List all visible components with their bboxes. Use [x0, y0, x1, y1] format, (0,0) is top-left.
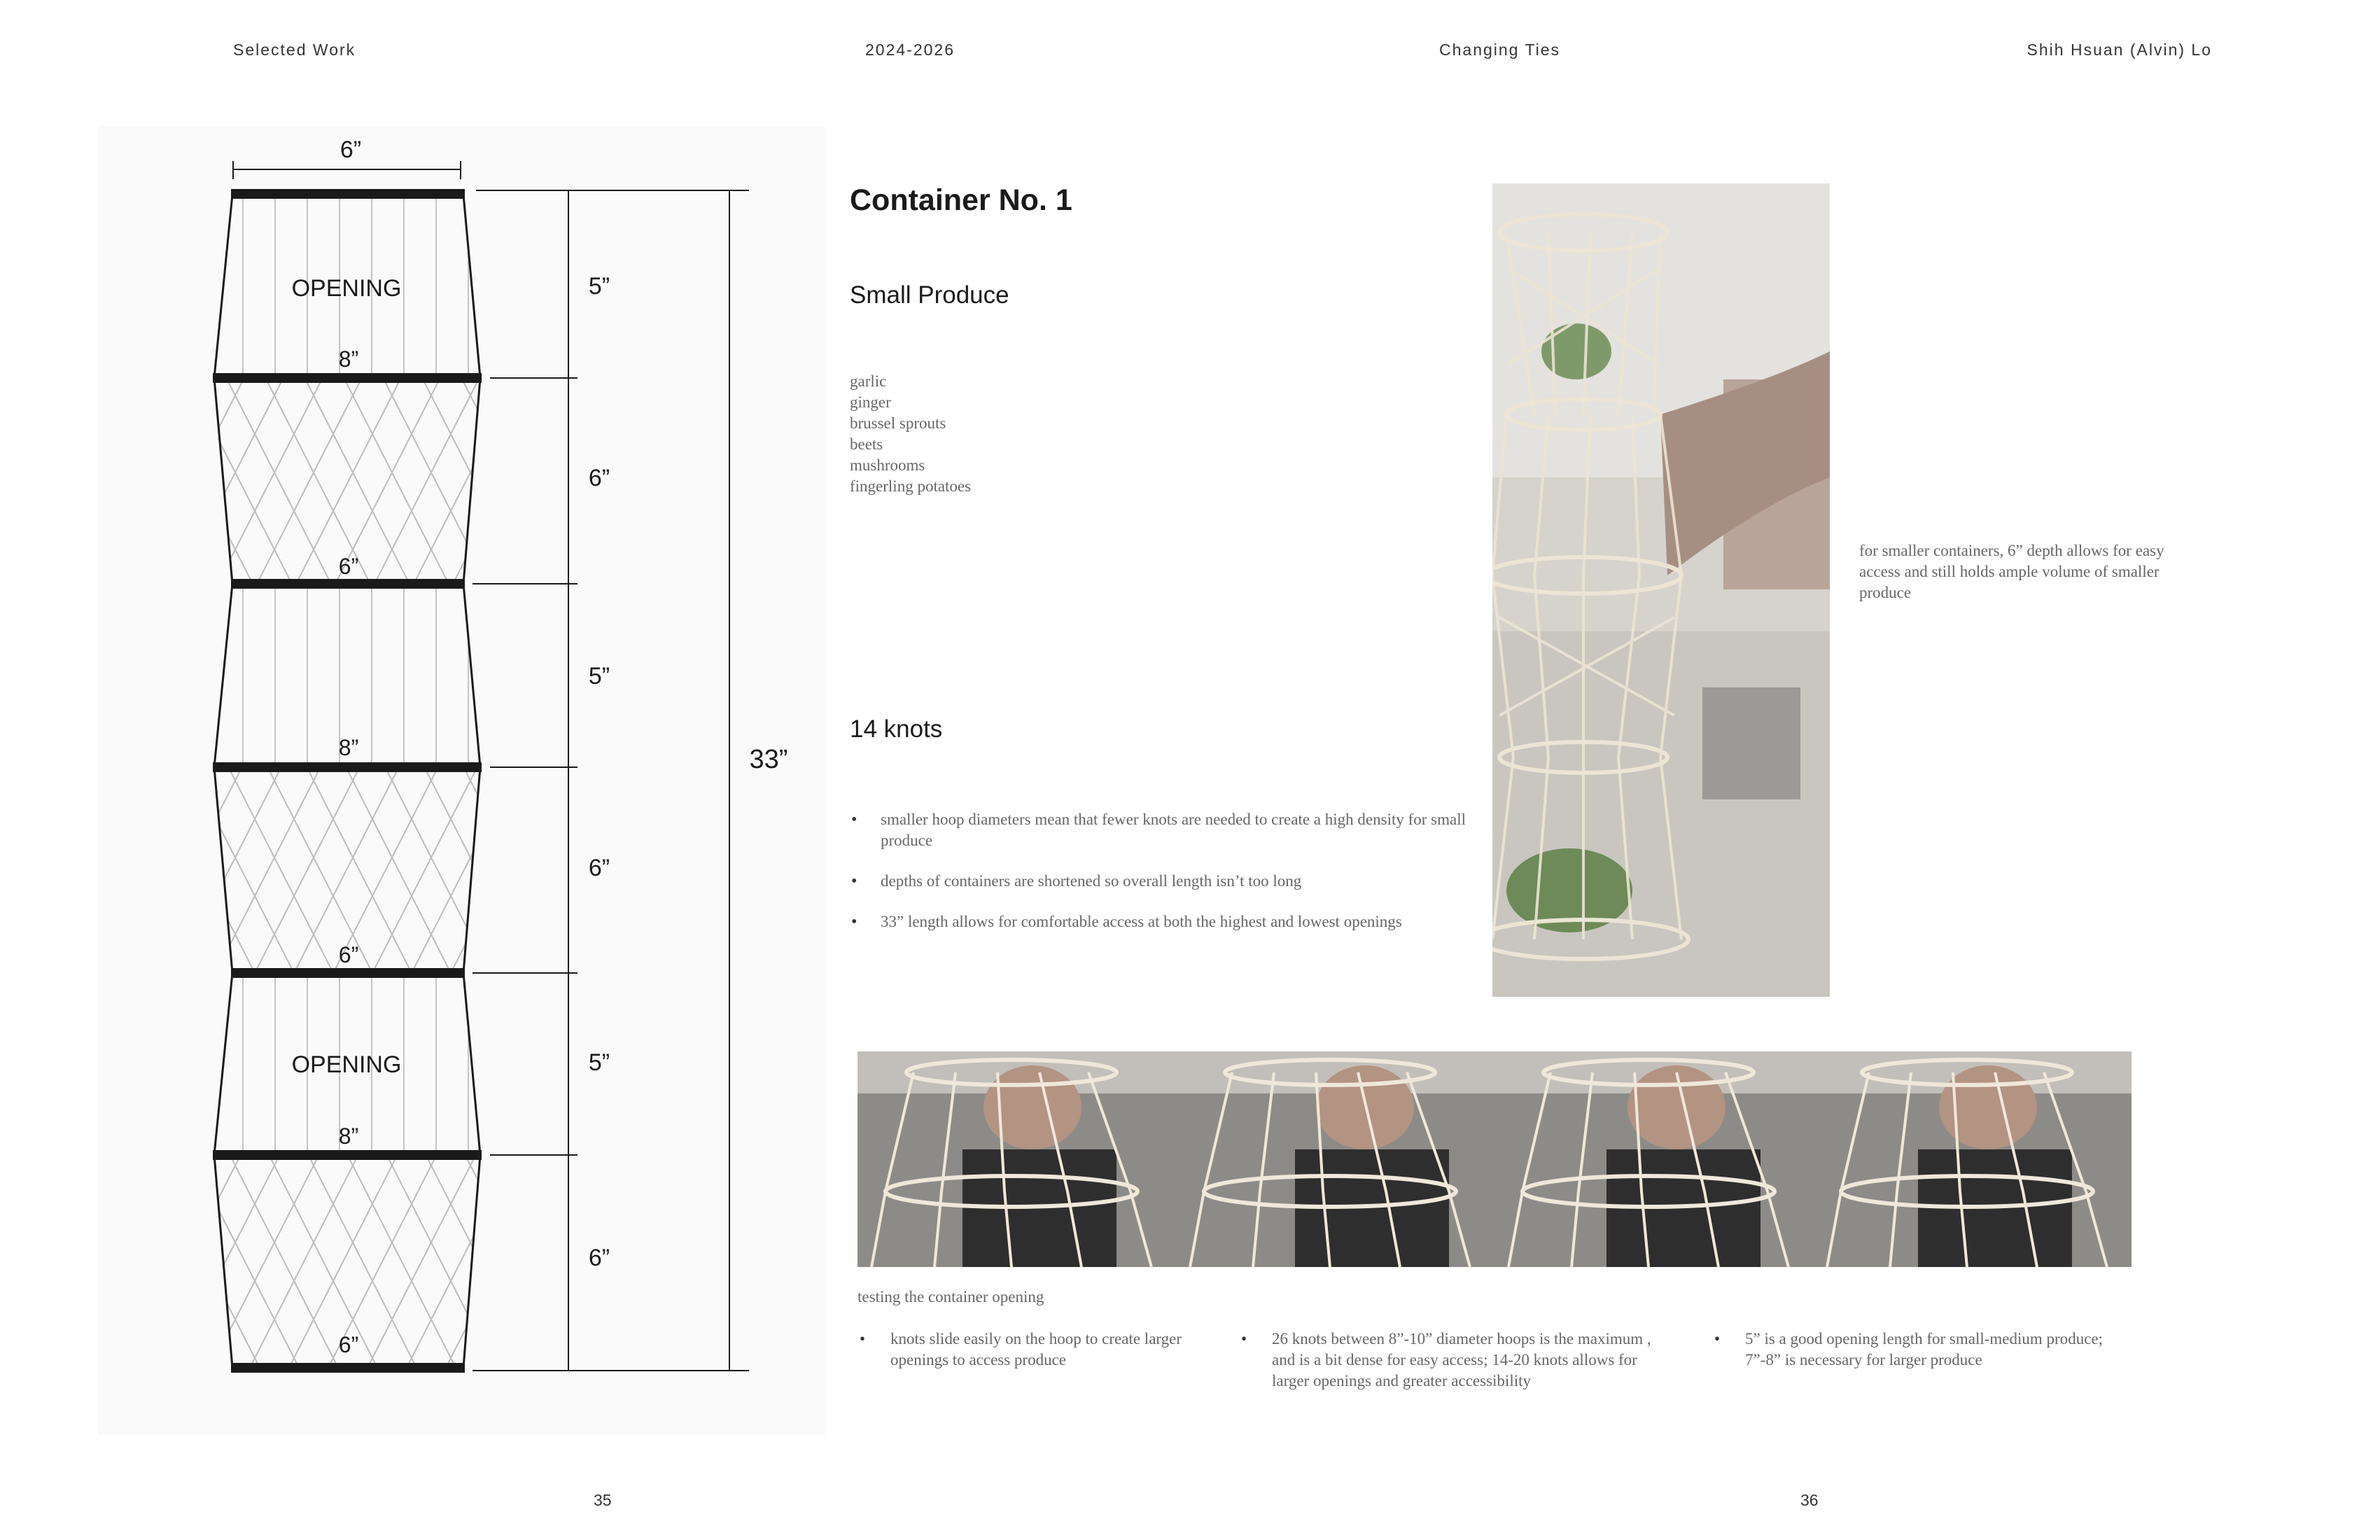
hoop-label-6: 6” — [339, 1332, 358, 1357]
segment-label-6: 6” — [589, 1245, 610, 1271]
header-project: Changing Ties — [1439, 41, 1561, 59]
list-item: ginger — [850, 393, 891, 411]
hoop-bottom — [231, 1363, 465, 1373]
hoop-label-2: 6” — [339, 554, 358, 579]
page-subtitle: Small Produce — [850, 281, 1009, 309]
container-diagram: 6” 33” 5” 6” 5” 6” 5” 6” OPENING OPENING… — [213, 136, 788, 1373]
segment-label-3: 5” — [589, 663, 610, 690]
produce-list: garlic ginger brussel sprouts beets mush… — [850, 371, 971, 497]
segment-label-4: 6” — [589, 855, 610, 881]
list-item: fingerling potatoes — [850, 477, 972, 495]
strip-photo-4 — [1813, 1051, 2132, 1267]
strip-photo-1 — [858, 1051, 1176, 1267]
hoop-label-3: 8” — [339, 735, 358, 760]
list-item: •depths of containers are shortened so o… — [851, 872, 1302, 890]
list-item: beets — [850, 435, 883, 453]
segment-label-1: 5” — [589, 273, 610, 300]
knots-heading: 14 knots — [850, 715, 943, 743]
segment-2-net — [213, 377, 482, 585]
list-item: brussel sprouts — [850, 414, 946, 432]
list-item: •smaller hoop diameters mean that fewer … — [851, 811, 1466, 849]
total-length-label: 33” — [750, 745, 788, 774]
hoop-top — [231, 189, 465, 199]
hoop-label-1: 8” — [339, 346, 358, 372]
strip-photo-2 — [1176, 1051, 1494, 1267]
header-section: Selected Work — [233, 41, 356, 59]
photo-strip — [858, 1051, 2132, 1267]
strip-photo-3 — [1494, 1051, 1813, 1267]
hoop-5 — [213, 1150, 482, 1160]
page-title: Container No. 1 — [850, 183, 1072, 217]
page-number-left: 35 — [594, 1491, 612, 1509]
hoop-label-4: 6” — [339, 942, 358, 967]
list-item: •33” length allows for comfortable acces… — [851, 913, 1402, 931]
list-item: mushrooms — [850, 456, 925, 474]
hoop-label-5: 8” — [339, 1124, 358, 1149]
list-item: garlic — [850, 372, 887, 390]
diagram-panel: 6” 33” 5” 6” 5” 6” 5” 6” OPENING OPENING… — [98, 126, 826, 1435]
hoop-1 — [213, 373, 482, 383]
hoop-4 — [231, 968, 465, 978]
opening-label-2: OPENING — [292, 1051, 402, 1078]
photo-note: for smaller containers, 6” depth allows … — [1859, 542, 2164, 601]
header-years: 2024-2026 — [865, 41, 955, 59]
opening-label-1: OPENING — [292, 275, 402, 302]
header-author: Shih Hsuan (Alvin) Lo — [2026, 41, 2212, 59]
hoop-2 — [231, 579, 465, 589]
hoop-3 — [213, 762, 482, 772]
segment-label-5: 5” — [589, 1049, 610, 1076]
top-width-label: 6” — [340, 136, 361, 163]
strip-caption: testing the container opening — [858, 1288, 1044, 1306]
page-number-right: 36 — [1800, 1491, 1819, 1509]
segment-label-2: 6” — [589, 465, 610, 491]
container-photo — [1492, 183, 1830, 997]
design-notes-list: •smaller hoop diameters mean that fewer … — [850, 809, 1466, 952]
